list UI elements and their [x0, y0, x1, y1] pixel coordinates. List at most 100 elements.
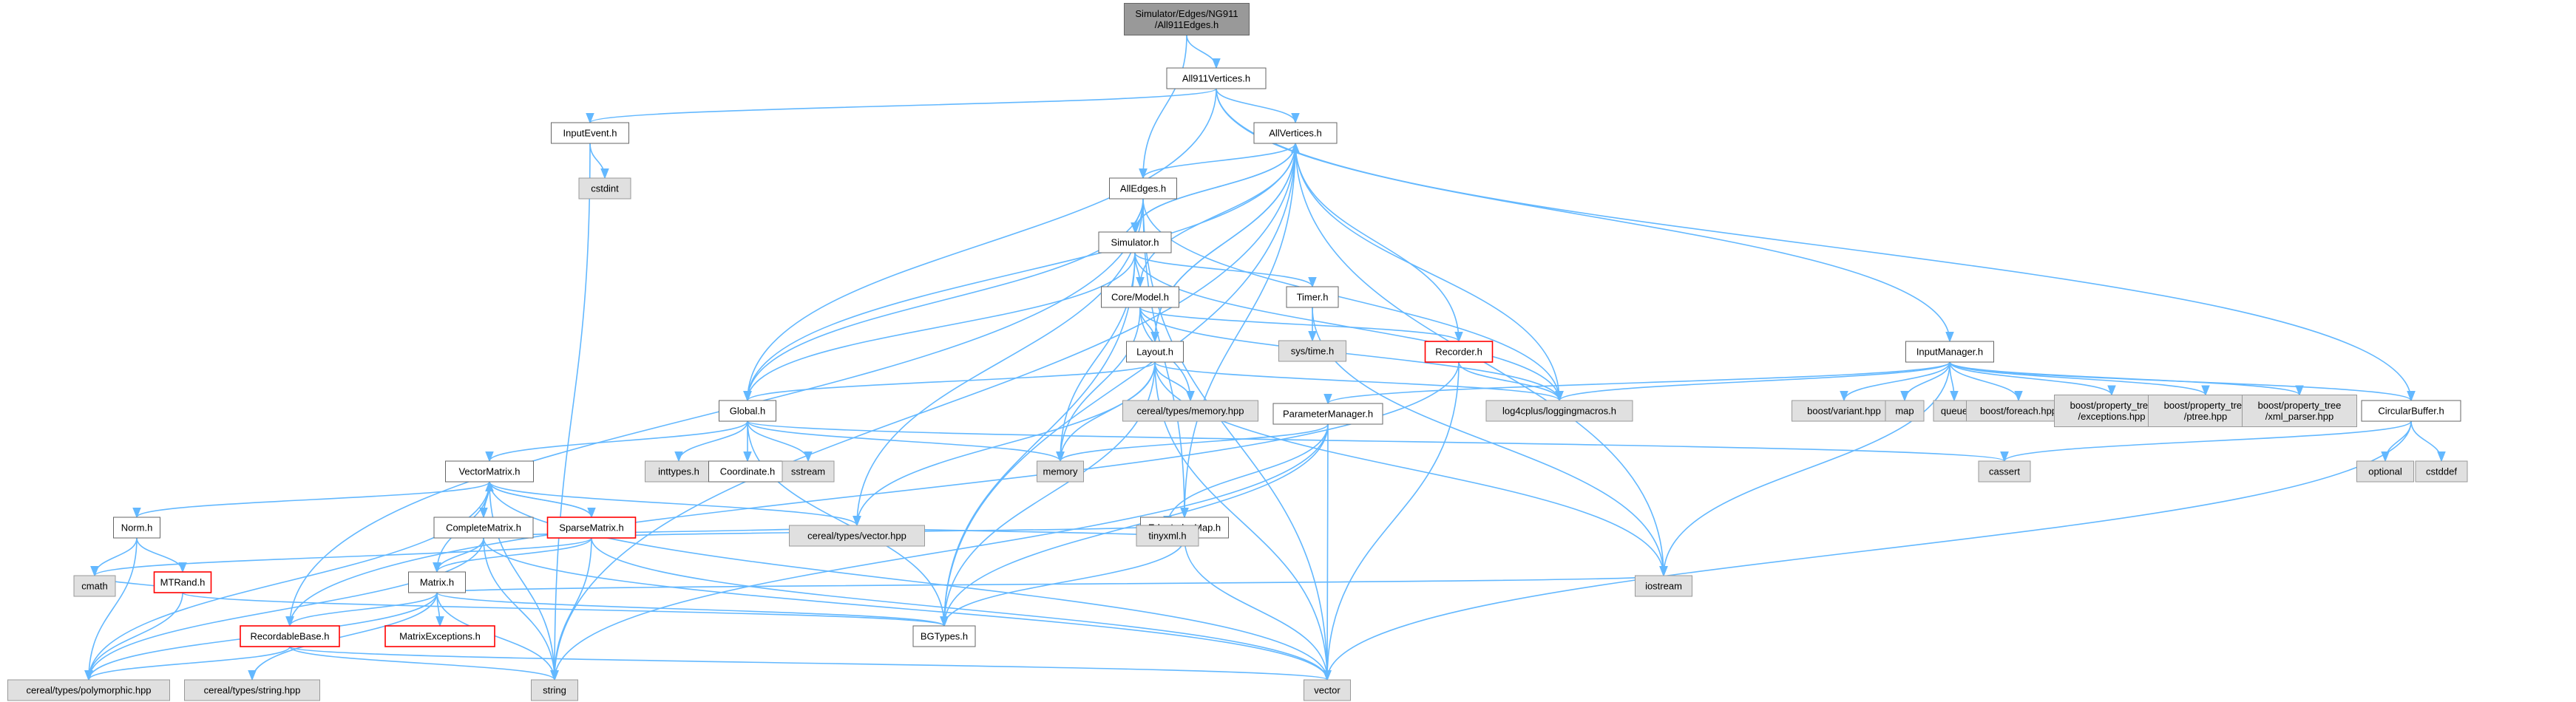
node-box-matrixexceptions: [384, 625, 495, 647]
node-cstdint[interactable]: cstdint: [578, 177, 631, 200]
node-norm[interactable]: Norm.h: [113, 517, 160, 539]
edge-mtrand-to-bgtypes: [182, 592, 949, 627]
node-bgtypes[interactable]: BGTypes.h: [912, 625, 976, 647]
node-global[interactable]: Global.h: [719, 400, 776, 422]
node-recordablebase[interactable]: RecordableBase.h: [240, 625, 340, 647]
node-box-circularbuffer: [2361, 400, 2461, 422]
node-optional[interactable]: optional: [2356, 460, 2414, 483]
node-label-all911vertices: All911Vertices.h: [1182, 73, 1250, 84]
node-tinyxml[interactable]: tinyxml.h: [1136, 525, 1199, 547]
node-cmath[interactable]: cmath: [73, 575, 116, 597]
node-label-alledges: AllEdges.h: [1120, 183, 1166, 194]
node-box-inputmanager: [1905, 341, 1994, 363]
node-box-cmath: [73, 575, 116, 597]
node-completematrix[interactable]: CompleteMatrix.h: [433, 517, 534, 539]
node-coremodel[interactable]: Core/Model.h: [1101, 286, 1179, 308]
node-map[interactable]: map: [1885, 400, 1925, 422]
edge-global-to-sstream: [747, 420, 813, 463]
node-string[interactable]: string: [531, 679, 578, 701]
node-simulator[interactable]: Simulator.h: [1098, 231, 1172, 253]
node-all911vertices[interactable]: All911Vertices.h: [1166, 67, 1267, 89]
node-box-all911vertices: [1166, 67, 1267, 89]
node-label-cerealstring: cereal/types/string.hpp: [204, 685, 301, 696]
node-mtrand[interactable]: MTRand.h: [153, 571, 212, 593]
edge-layout-to-cerealvector: [853, 361, 1156, 527]
graph-nodes: Simulator/Edges/NG911/All911Edges.hAll91…: [7, 3, 2468, 701]
edge-allvertices-to-bgtypes: [940, 143, 1296, 627]
node-matrixexceptions[interactable]: MatrixExceptions.h: [384, 625, 495, 647]
edge-edgeindexmap-to-vector: [1184, 537, 1332, 681]
node-parametermanager[interactable]: ParameterManager.h: [1272, 403, 1383, 425]
node-cerealvector[interactable]: cereal/types/vector.hpp: [789, 525, 925, 547]
node-inputevent[interactable]: InputEvent.h: [551, 122, 629, 144]
edge-matrix-to-bgtypes: [436, 592, 949, 627]
node-cstddef[interactable]: cstddef: [2415, 460, 2468, 483]
node-label-inputmanager: InputManager.h: [1916, 347, 1983, 358]
node-box-coremodel: [1101, 286, 1179, 308]
node-coordinate[interactable]: Coordinate.h: [708, 460, 787, 483]
node-xmlparser[interactable]: boost/property_tree/xml_parser.hpp: [2242, 395, 2357, 427]
node-cerealstring[interactable]: cereal/types/string.hpp: [184, 679, 320, 701]
node-label-string: string: [543, 685, 566, 696]
edge-allvertices-to-global: [743, 143, 1296, 402]
node-circularbuffer[interactable]: CircularBuffer.h: [2361, 400, 2461, 422]
edge-global-to-vectormatrix: [485, 420, 748, 463]
node-label-log4cplus: log4cplus/loggingmacros.h: [1502, 406, 1616, 417]
node-layout[interactable]: Layout.h: [1126, 341, 1184, 363]
node-iostream[interactable]: iostream: [1635, 575, 1692, 597]
edge-completematrix-to-cerealpolymorphic: [84, 537, 484, 681]
node-box-cerealstring: [184, 679, 320, 701]
edge-completematrix-to-string: [483, 537, 559, 681]
node-sparsematrix[interactable]: SparseMatrix.h: [546, 517, 637, 539]
node-boostvariant[interactable]: boost/variant.hpp: [1792, 400, 1897, 422]
node-label-iostream: iostream: [1645, 581, 1682, 592]
node-label-completematrix: CompleteMatrix.h: [446, 522, 521, 534]
node-cerealpolymorphic[interactable]: cereal/types/polymorphic.hpp: [7, 679, 170, 701]
node-box-inttypes: [645, 460, 713, 483]
node-vectormatrix[interactable]: VectorMatrix.h: [445, 460, 534, 483]
node-label-matrixexceptions: MatrixExceptions.h: [399, 631, 481, 642]
edge-edgeindexmap-to-bgtypes: [940, 537, 1185, 627]
node-alledges[interactable]: AllEdges.h: [1109, 177, 1177, 200]
edge-circularbuffer-to-cassert: [2000, 420, 2412, 463]
node-box-vector: [1304, 679, 1351, 701]
node-log4cplus[interactable]: log4cplus/loggingmacros.h: [1485, 400, 1633, 422]
edge-sparsematrix-to-matrix: [433, 537, 592, 573]
edge-recordablebase-to-vector: [289, 646, 1331, 681]
edge-simulator-to-bgtypes: [940, 252, 1136, 627]
node-vector[interactable]: vector: [1304, 679, 1351, 701]
node-recorder[interactable]: Recorder.h: [1424, 341, 1494, 363]
node-label-timer: Timer.h: [1297, 292, 1329, 303]
edge-all911vertices-to-global: [743, 88, 1217, 402]
node-label-ptreeexceptions: boost/property_tree: [2070, 400, 2154, 411]
node-box-string: [531, 679, 578, 701]
edge-inputmanager-to-boostforeach: [1949, 361, 2023, 402]
node-box-norm: [113, 517, 160, 539]
node-systime[interactable]: sys/time.h: [1278, 340, 1346, 362]
node-label-boostforeach: boost/foreach.hpp: [1980, 406, 2057, 417]
node-label-coremodel: Core/Model.h: [1111, 292, 1169, 303]
node-label-cassert: cassert: [1989, 466, 2020, 477]
edge-coremodel-to-log4cplus: [1139, 307, 1564, 402]
node-label-optional: optional: [2368, 466, 2402, 477]
node-sstream[interactable]: sstream: [782, 460, 835, 483]
node-cassert[interactable]: cassert: [1978, 460, 2031, 483]
edge-inputmanager-to-log4cplus: [1555, 361, 1950, 402]
edge-simulator-to-timer: [1134, 252, 1317, 288]
node-timer[interactable]: Timer.h: [1286, 286, 1339, 308]
node-inputmanager[interactable]: InputManager.h: [1905, 341, 1994, 363]
node-label-sparsematrix: SparseMatrix.h: [559, 522, 623, 534]
node-inttypes[interactable]: inttypes.h: [645, 460, 713, 483]
node-boostforeach[interactable]: boost/foreach.hpp: [1966, 400, 2071, 422]
node-label-vector: vector: [1314, 685, 1340, 696]
node-label-parametermanager: ParameterManager.h: [1283, 409, 1373, 420]
edge-sparsematrix-to-vectormatrix: [485, 480, 592, 518]
edge-all911vertices-to-inputevent: [586, 88, 1217, 124]
node-matrix[interactable]: Matrix.h: [408, 571, 466, 593]
edge-global-to-memory: [747, 420, 1065, 463]
node-allvertices[interactable]: AllVertices.h: [1253, 122, 1338, 144]
node-cerealmemory[interactable]: cereal/types/memory.hpp: [1122, 400, 1258, 422]
edge-vectormatrix-to-norm: [132, 481, 490, 519]
node-memory[interactable]: memory: [1037, 460, 1084, 483]
